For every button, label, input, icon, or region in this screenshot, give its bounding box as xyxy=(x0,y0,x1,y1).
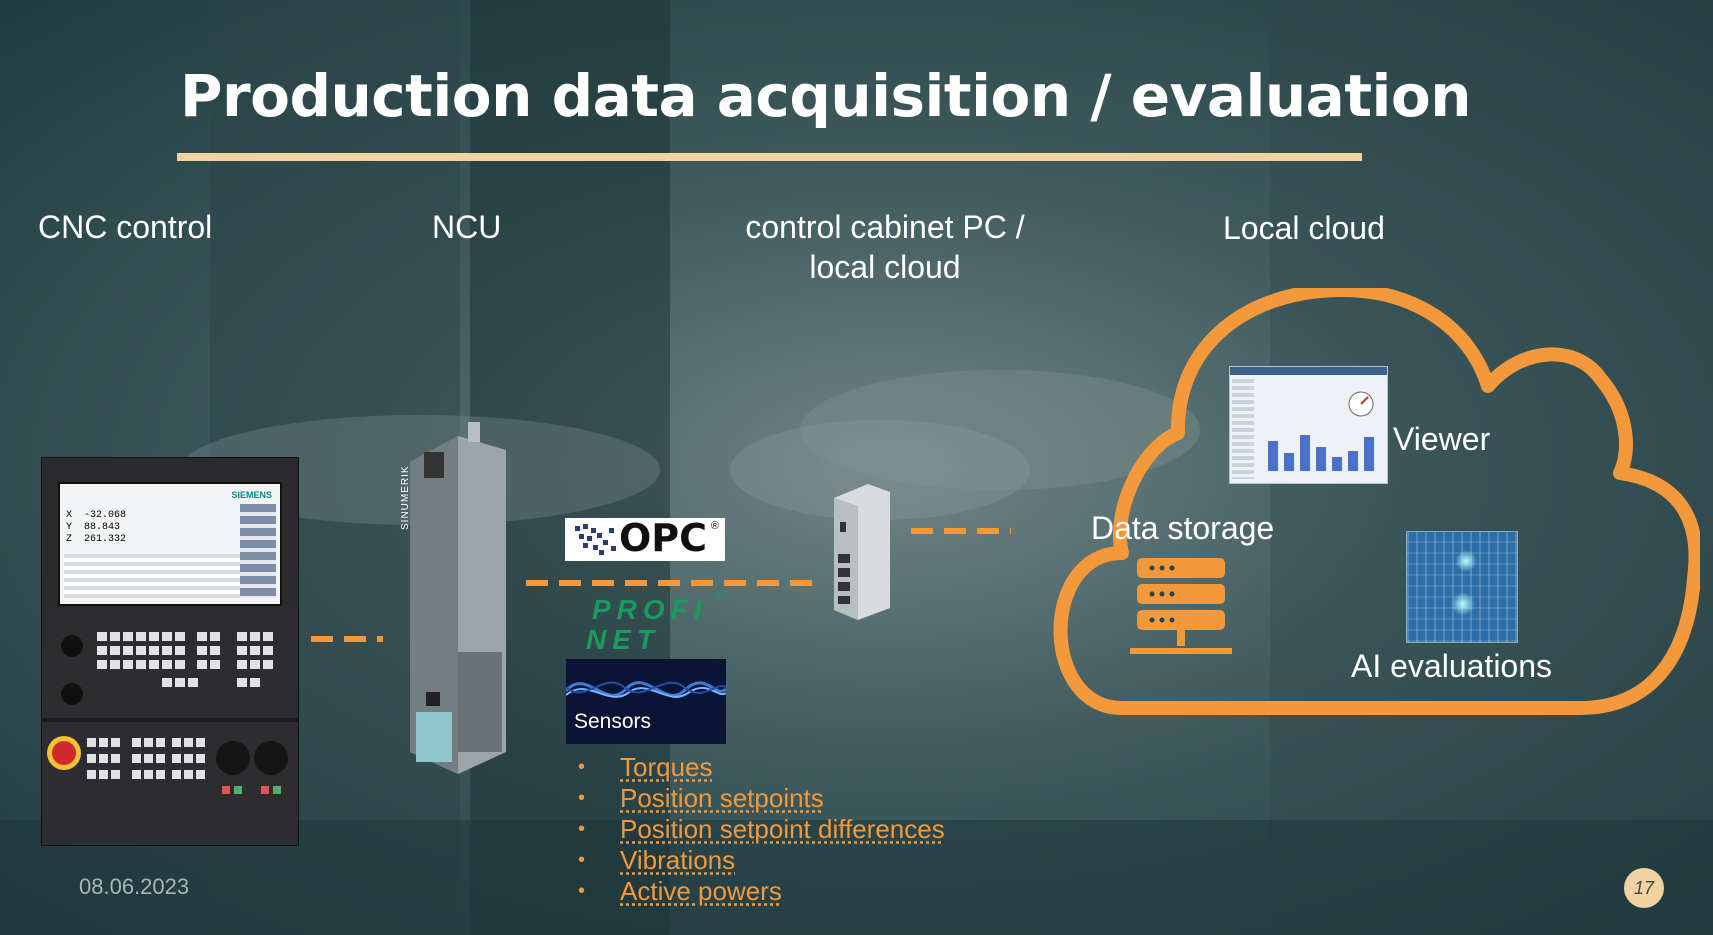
bullet-icon: • xyxy=(578,756,586,778)
profinet-line1: PROFI xyxy=(592,594,708,625)
ai-image xyxy=(1406,531,1518,643)
ai-evaluations-label: AI evaluations xyxy=(1351,648,1553,684)
footer-date: 08.06.2023 xyxy=(79,874,190,899)
list-item: • Active powers xyxy=(574,876,945,907)
cnc-keypad xyxy=(42,608,298,845)
column-label-cloud: Local cloud xyxy=(1223,210,1385,246)
opc-logo: OPC ® xyxy=(565,516,725,561)
measurement-link-setpoint-differences[interactable]: Position setpoint differences xyxy=(620,814,945,844)
measurement-link-torques[interactable]: Torques xyxy=(620,752,713,782)
sensors-image: Sensors xyxy=(566,659,726,744)
list-item: • Vibrations xyxy=(574,845,945,876)
bullet-icon: • xyxy=(578,880,586,902)
ncu-brand-label: SINUMERIK xyxy=(400,465,411,530)
ncu-device xyxy=(410,422,506,774)
column-label-pc: control cabinet PC / local cloud xyxy=(715,207,1055,287)
column-label-ncu: NCU xyxy=(432,209,502,245)
connector-ncu-to-pc xyxy=(526,580,812,586)
cnc-control-panel: SIEMENS X -32.068 Y 88.843 Z 261.332 xyxy=(41,457,299,846)
connector-cnc-to-ncu xyxy=(311,636,383,642)
bullet-icon: • xyxy=(578,818,586,840)
measurement-link-vibrations[interactable]: Vibrations xyxy=(620,845,736,875)
bullet-icon: • xyxy=(578,787,586,809)
list-item: • Torques xyxy=(574,752,945,783)
title-underline xyxy=(177,153,1362,161)
viewer-screenshot xyxy=(1229,366,1388,484)
viewer-label: Viewer xyxy=(1393,421,1491,457)
list-item: • Position setpoint differences xyxy=(574,814,945,845)
cnc-brand: SIEMENS xyxy=(231,490,272,500)
bullet-icon: • xyxy=(578,849,586,871)
cnc-screen: SIEMENS X -32.068 Y 88.843 Z 261.332 xyxy=(58,482,282,606)
measurement-list: • Torques • Position setpoints • Position s… xyxy=(574,752,945,907)
profinet-registered: ® xyxy=(716,586,727,602)
column-label-cnc: CNC control xyxy=(38,209,213,245)
slide-title: Production data acquisition / evaluation xyxy=(180,62,1472,130)
cnc-axis-row-1: Y 88.843 xyxy=(66,522,121,533)
cloud-outline xyxy=(1053,288,1700,715)
connector-pc-to-cloud xyxy=(911,528,1011,534)
cnc-axis-row-2: Z 261.332 xyxy=(66,534,127,545)
page-number: 17 xyxy=(1624,868,1664,908)
data-storage-label: Data storage xyxy=(1091,510,1275,546)
cnc-axis-row-0: X -32.068 xyxy=(66,510,127,521)
cabinet-pc-device xyxy=(834,484,890,620)
measurement-link-active-powers[interactable]: Active powers xyxy=(620,876,782,906)
server-stack-icon xyxy=(1130,558,1232,654)
column-label-pc-line1: control cabinet PC / xyxy=(745,209,1025,245)
column-label-pc-line2: local cloud xyxy=(809,249,961,285)
sensors-label: Sensors xyxy=(574,710,652,733)
opc-registered: ® xyxy=(710,520,719,532)
measurement-link-position-setpoints[interactable]: Position setpoints xyxy=(620,783,824,813)
profinet-logo: PROFI NET ® xyxy=(576,586,726,658)
opc-text: OPC xyxy=(619,516,708,560)
list-item: • Position setpoints xyxy=(574,783,945,814)
profinet-line2: NET xyxy=(586,624,660,655)
